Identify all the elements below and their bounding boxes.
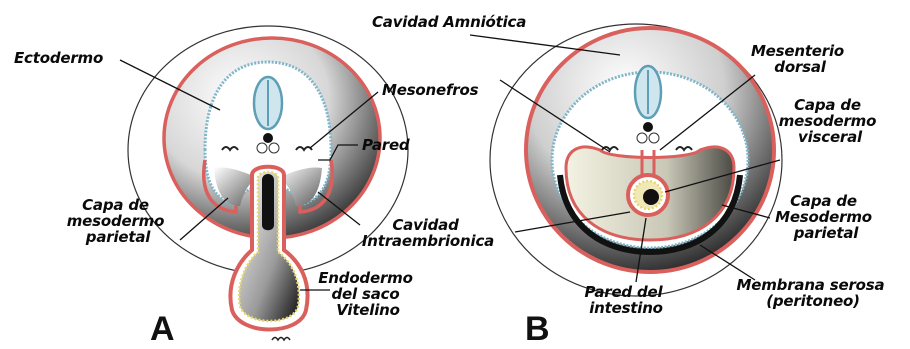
- label-capa-mesodermo-parietal-a: Capa de mesodermo parietal: [67, 196, 170, 246]
- notochord-a: [263, 133, 273, 143]
- panel-letter-b: B: [525, 310, 550, 348]
- label-mesonefros: Mesonefros: [382, 81, 479, 99]
- mark-bottom-a: [272, 338, 290, 341]
- label-mesenterio-dorsal: Mesenterio dorsal: [751, 42, 849, 76]
- aorta-right-a: [269, 143, 279, 153]
- aorta-right-b: [649, 133, 659, 143]
- label-pared-intestino: Pared del intestino: [585, 283, 668, 317]
- label-membrana-serosa: Membrana serosa (peritoneo): [737, 276, 890, 310]
- gut-lumen-a: [262, 174, 274, 230]
- panel-b-figure: [490, 24, 782, 296]
- label-capa-mesodermo-parietal-b: Capa de Mesodermo parietal: [775, 192, 877, 242]
- label-cavidad-amniotica: Cavidad Amniótica: [372, 13, 526, 31]
- label-capa-mesodermo-visceral: Capa de mesodermo visceral: [779, 96, 882, 146]
- aorta-left-a: [257, 143, 267, 153]
- label-endodermo-saco-vitelino: Endodermo del saco Vitelino: [318, 269, 417, 319]
- panel-letter-a: A: [150, 310, 175, 348]
- gut-lumen-b: [643, 189, 659, 205]
- label-pared: Pared: [362, 136, 410, 154]
- label-ectodermo: Ectodermo: [14, 49, 103, 67]
- notochord-b: [643, 122, 653, 132]
- aorta-left-b: [637, 133, 647, 143]
